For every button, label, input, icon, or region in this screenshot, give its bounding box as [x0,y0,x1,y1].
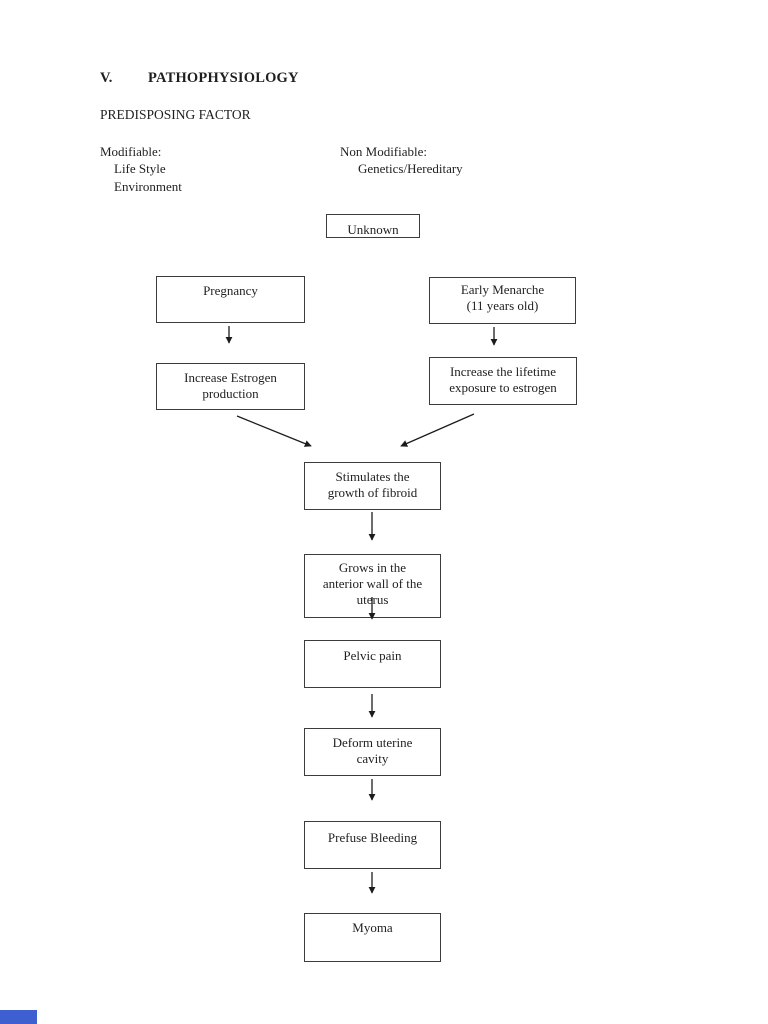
node-deform-uterine-cavity: Deform uterine cavity [304,728,441,776]
modifiable-item-lifestyle: Life Style [114,161,166,176]
node-stimulates-growth-fibroid: Stimulates the growth of fibroid [304,462,441,510]
node-unknown: Unknown [326,214,420,238]
arrow-lifetime-to-stimulates [400,413,475,447]
modifiable-label: Modifiable: [100,144,162,159]
modifiable-item-environment: Environment [114,179,182,194]
node-pregnancy: Pregnancy [156,276,305,323]
node-pelvic-pain: Pelvic pain [304,640,441,688]
node-increase-estrogen-production: Increase Estrogen production [156,363,305,410]
node-myoma: Myoma [304,913,441,962]
node-early-menarche: Early Menarche (11 years old) [429,277,576,324]
arrow-estrogen-to-stimulates [236,415,312,447]
non-modifiable-item-genetics: Genetics/Hereditary [358,161,463,176]
node-prefuse-bleeding: Prefuse Bleeding [304,821,441,869]
non-modifiable-label: Non Modifiable: [340,144,428,159]
section-numeral: V. [100,70,113,86]
bottom-left-blue-bar [0,1010,37,1024]
section-title: PATHOPHYSIOLOGY [148,70,299,86]
section-heading: V. PATHOPHYSIOLOGY [100,70,299,87]
predisposing-factor-label: PREDISPOSING FACTOR [100,107,251,122]
node-increase-lifetime-exposure: Increase the lifetime exposure to estrog… [429,357,577,405]
node-grows-anterior-wall-uterus: Grows in the anterior wall of the uterus [304,554,441,618]
